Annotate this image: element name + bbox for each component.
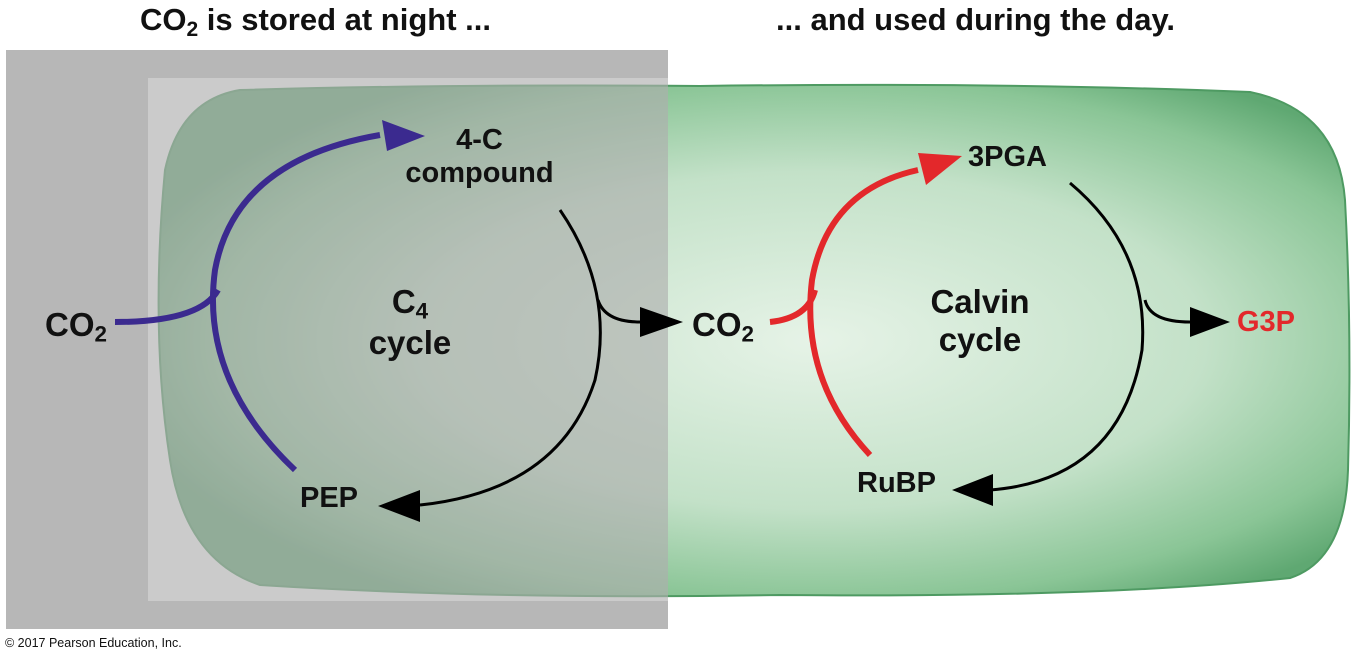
c4-co2-uptake-arrow — [209, 132, 381, 473]
rubp-label: RuBP — [857, 467, 936, 499]
c4-release-branch — [596, 299, 641, 324]
c4-co2-inflow — [114, 288, 221, 325]
heading-co2-text: CO — [140, 2, 187, 37]
c4-arrowhead — [382, 120, 425, 151]
heading-day-emphasis: day. — [1115, 2, 1176, 37]
co2-release-arrowhead — [640, 307, 683, 337]
heading-co2-subscript: 2 — [186, 18, 199, 41]
calvin-co2-inflow — [769, 289, 818, 325]
c4-cycle-label: C4 cycle — [368, 283, 452, 362]
heading-night-middle: is stored at — [198, 2, 381, 37]
heading-night-emphasis: night — [380, 2, 457, 37]
pep-label: PEP — [300, 482, 359, 514]
heading-day-start: ... and used during the — [776, 2, 1116, 37]
calvin-return-arrow — [989, 181, 1145, 492]
c4-product-line-1: 4-C — [456, 124, 503, 156]
heading-night: CO2 is stored at night ... — [140, 2, 491, 42]
copyright-notice: © 2017 Pearson Education, Inc. — [5, 636, 182, 650]
pep-arrowhead — [378, 490, 420, 522]
3pga-label: 3PGA — [968, 141, 1047, 173]
calvin-co2-label: CO2 — [692, 306, 754, 347]
rubp-arrowhead — [952, 474, 993, 506]
g3p-branch — [1143, 299, 1191, 324]
calvin-arrowhead — [918, 153, 962, 185]
heading-night-end: ... — [456, 2, 491, 37]
calvin-co2-fixation-arrow — [807, 167, 919, 458]
calvin-cycle-label: Calvin cycle — [930, 283, 1030, 358]
c4-co2-input-label: CO2 — [45, 306, 107, 347]
c4-product-label: 4-C compound — [392, 124, 567, 191]
c4-product-line-2: compound — [405, 157, 554, 190]
g3p-arrowhead — [1190, 307, 1230, 337]
heading-day: ... and used during the day. — [776, 2, 1175, 38]
g3p-label: G3P — [1237, 306, 1296, 338]
c4-return-arrow — [419, 209, 602, 507]
